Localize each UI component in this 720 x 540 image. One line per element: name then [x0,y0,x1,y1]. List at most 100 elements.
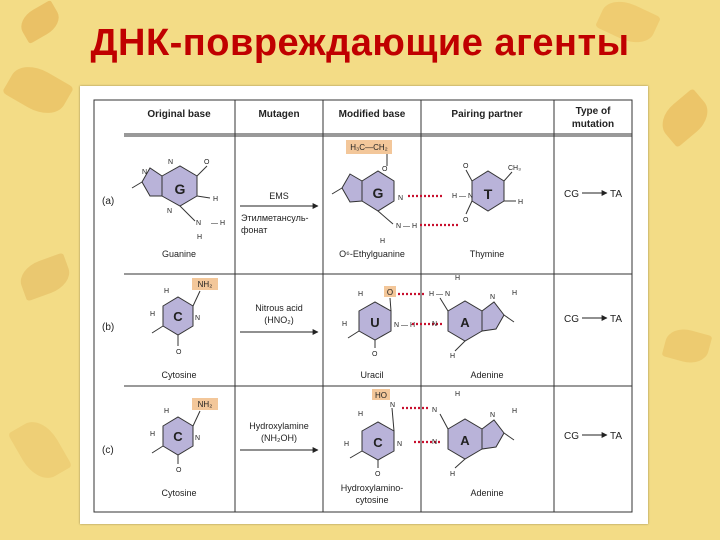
thymine-structure [465,169,516,215]
partner-letter: T [484,186,493,202]
oxo-group-highlight [384,286,396,297]
svg-text:O: O [176,349,182,356]
amino-group-highlight [192,398,218,410]
uracil-structure [347,297,392,348]
svg-text:H: H [197,234,202,241]
page-title: ДНК-повреждающие агенты [90,22,630,64]
background-leaf [15,252,75,302]
svg-text:O: O [463,163,469,170]
background-leaf [661,324,713,368]
svg-text:H: H [344,441,349,448]
original-base-letter: C [173,429,183,444]
hydroxylaminocytosine-structure [349,407,395,468]
hydrogen-bonds [402,406,442,444]
mutation-to: TA [610,431,622,442]
header-type-of-mutation-2: mutation [572,119,614,130]
cytosine-structure [151,410,201,464]
mutagen-name: EMS [269,191,289,201]
svg-text:H: H [512,290,517,297]
svg-text:N: N [142,169,147,176]
header-original-base: Original base [147,109,211,120]
modified-base-letter: U [370,315,379,330]
modified-base-letter: G [373,185,384,201]
header-pairing-partner: Pairing partner [451,109,522,120]
guanine-letter: G [175,181,186,197]
svg-text:O: O [204,159,210,166]
svg-text:N — H: N — H [396,223,417,230]
mutagen-formula: (HNO₂) [264,315,294,325]
partner-name: Thymine [470,249,505,259]
background-leaf [2,57,74,123]
mutation-from: CG [564,314,579,325]
original-base-name: Guanine [162,249,196,259]
svg-text:N: N [195,435,200,442]
guanine-structure [131,165,211,222]
svg-text:H: H [455,391,460,398]
modified-base-name-line1: Hydroxylamino- [341,483,404,493]
svg-text:H: H [213,196,218,203]
mutagen-table-figure: Original base Mutagen Modified base Pair… [80,86,648,524]
svg-text:— H: — H [211,220,225,227]
svg-text:H: H [450,353,455,360]
svg-text:O: O [382,166,388,173]
svg-text:N: N [397,441,402,448]
table-grid [93,99,633,513]
svg-text:O: O [372,351,378,358]
svg-text:H — N: H — N [452,193,473,200]
mutagen-formula: (NH₂OH) [261,433,297,443]
background-leaf [654,88,716,148]
svg-text:O: O [176,467,182,474]
svg-text:N: N [196,220,201,227]
hydrogen-bonds [408,194,458,227]
mutagen-name: Hydroxylamine [249,421,309,431]
svg-text:N: N [432,407,437,414]
row-a: (a) G OH NN NN— H H Guanine EMS Этилмета… [102,140,622,259]
svg-text:H: H [358,411,363,418]
modified-base-name: O⁶-Ethylguanine [339,249,405,259]
svg-text:H: H [150,431,155,438]
svg-text:O: O [375,471,381,478]
hydroxyl-group-highlight [372,389,390,400]
amino-group-label: NH₂ [198,280,213,289]
mutation-to: TA [610,189,622,200]
header-mutagen: Mutagen [258,109,299,120]
adenine-structure [439,297,515,352]
svg-text:N: N [432,321,437,328]
original-base-name: Cytosine [161,488,196,498]
svg-text:H: H [164,408,169,415]
partner-name: Adenine [470,488,503,498]
svg-text:H: H [358,291,363,298]
svg-text:H: H [380,238,385,245]
oxo-group-label: O [387,288,393,297]
row-label: (c) [102,445,114,456]
original-base-name: Cytosine [161,370,196,380]
svg-text:N: N [390,402,395,409]
row-label: (b) [102,322,114,333]
methyl-label: CH₃ [508,165,521,172]
hydrogen-bonds [398,292,442,326]
partner-letter: A [460,433,470,448]
ethyl-group-label: H₃C—CH₂ [350,143,387,152]
svg-text:H: H [455,275,460,282]
original-base-letter: C [173,309,183,324]
svg-text:H: H [342,321,347,328]
svg-text:N: N [432,439,437,446]
svg-text:N: N [490,294,495,301]
cytosine-structure [151,290,201,346]
background-leaf [7,414,73,486]
hydroxyl-group-label: HO [375,391,387,400]
row-label: (a) [102,196,114,207]
svg-text:H: H [512,408,517,415]
partner-name: Adenine [470,370,503,380]
svg-text:H: H [518,199,523,206]
mutation-from: CG [564,189,579,200]
ethylguanine-structure [331,154,395,225]
modified-base-letter: C [373,435,383,450]
svg-text:H: H [164,288,169,295]
mutation-from: CG [564,431,579,442]
row-c: (c) NH₂ C HH NO Cytosine Hydroxylamine (… [102,389,622,505]
partner-letter: A [460,315,470,330]
ethyl-group-highlight [346,140,392,154]
mutagen-name: Nitrous acid [255,303,303,313]
svg-text:O: O [463,217,469,224]
